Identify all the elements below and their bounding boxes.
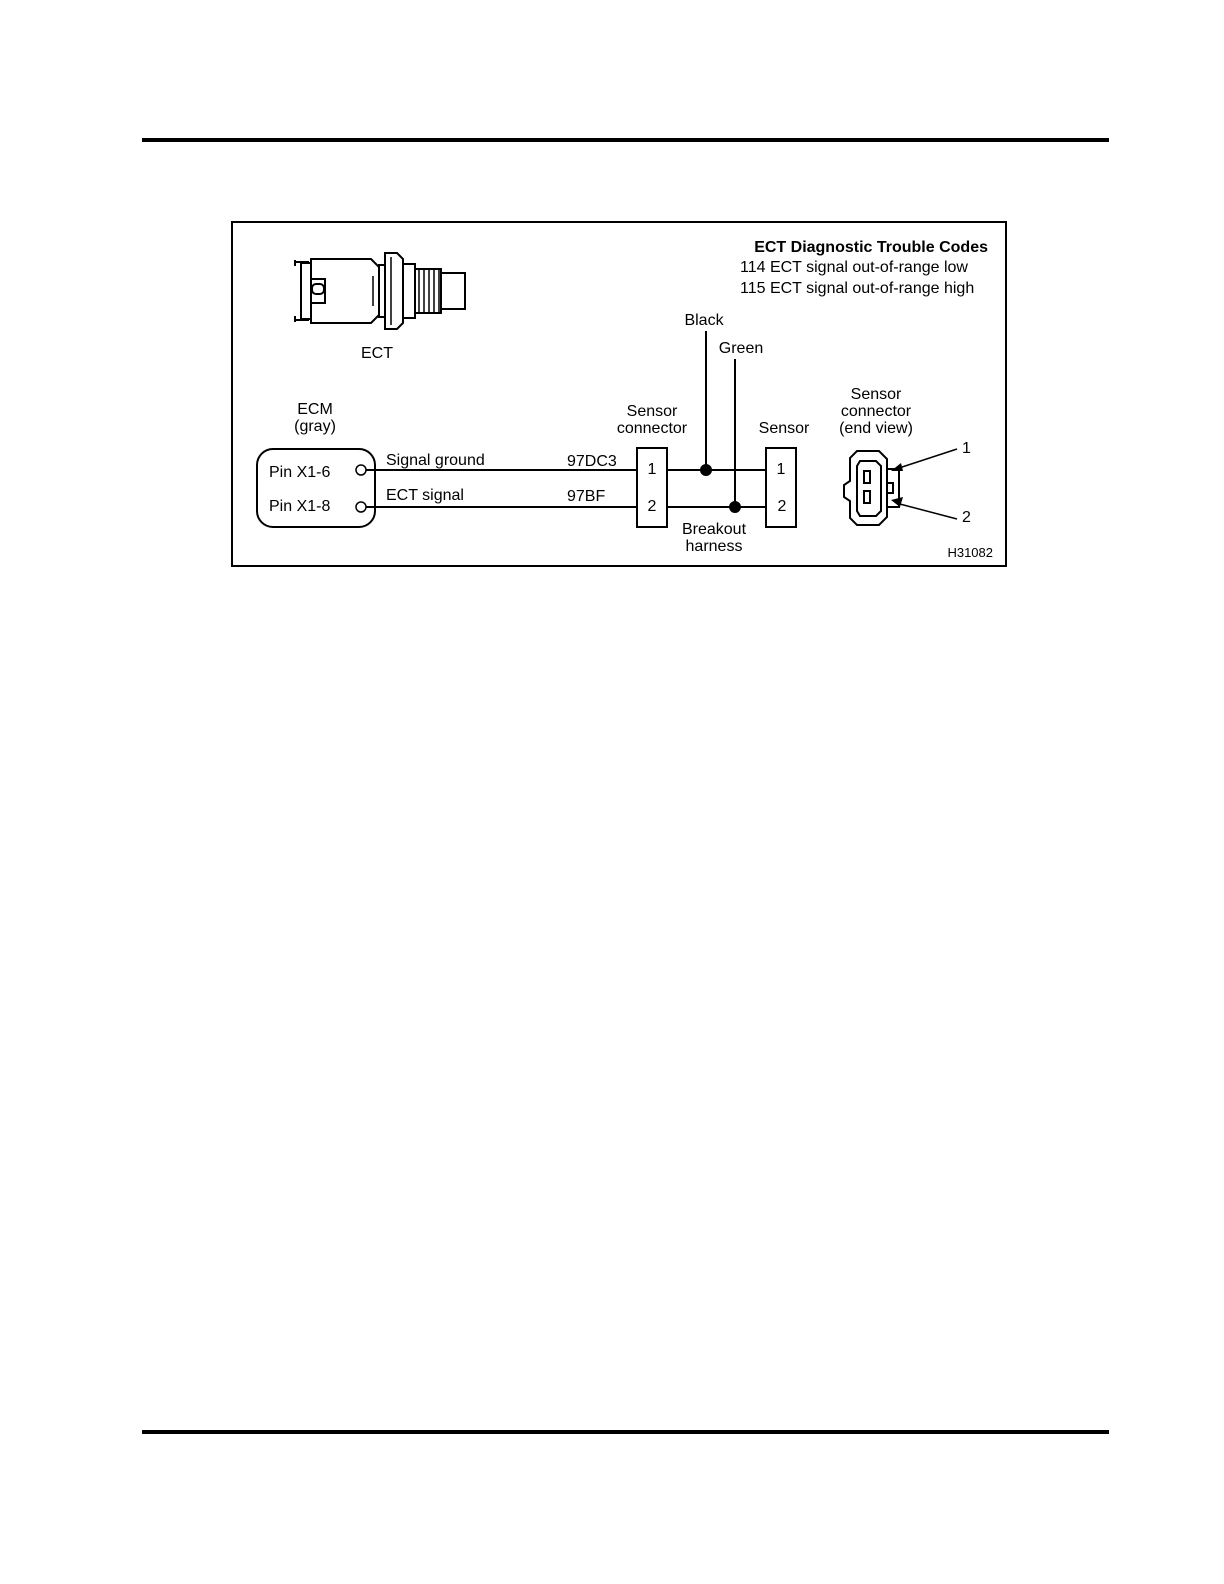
sensor-connector-label: Sensor (627, 403, 678, 420)
ecm-label-gray: (gray) (294, 418, 336, 435)
end-view-pin-2: 2 (962, 509, 971, 526)
ecm-pin-x1-6: Pin X1-6 (269, 464, 330, 481)
ecm-terminal-2 (356, 502, 366, 512)
end-view-label-2: connector (841, 403, 912, 420)
header-rule (142, 138, 1109, 142)
dtc-title: ECT Diagnostic Trouble Codes (754, 239, 988, 256)
ect-label: ECT (361, 345, 393, 362)
wire-ect-signal-label: ECT signal (386, 487, 464, 504)
ecm-pin-x1-8: Pin X1-8 (269, 498, 330, 515)
figure-id: H31082 (947, 545, 993, 560)
end-view-pin-1: 1 (962, 440, 971, 457)
dtc-line-115: 115 ECT signal out-of-range high (740, 280, 974, 297)
ecm-box (257, 449, 375, 527)
sensor-pin-2: 2 (778, 498, 787, 515)
sensor-connector-box (637, 448, 667, 527)
ect-wiring-diagram: ECT Diagnostic Trouble Codes 114 ECT sig… (231, 221, 1007, 567)
wire-code-97dc3: 97DC3 (567, 453, 617, 470)
black-wire-label: Black (684, 312, 724, 329)
dtc-line-114: 114 ECT signal out-of-range low (740, 259, 968, 276)
breakout-harness-label-2: harness (686, 538, 743, 555)
sensor-box (766, 448, 796, 527)
breakout-harness-label: Breakout (682, 521, 747, 538)
footer-rule (142, 1430, 1109, 1434)
wire-signal-ground-label: Signal ground (386, 452, 485, 469)
ecm-label: ECM (297, 401, 333, 418)
sensor-connector-pin-1: 1 (648, 461, 657, 478)
sensor-connector-pin-2: 2 (648, 498, 657, 515)
green-wire-label: Green (719, 340, 763, 357)
ecm-terminal-1 (356, 465, 366, 475)
black-splice-dot (700, 464, 712, 476)
end-view-label-3: (end view) (839, 420, 913, 437)
sensor-label: Sensor (759, 420, 810, 437)
sensor-pin-1: 1 (777, 461, 786, 478)
wire-code-97bf: 97BF (567, 488, 605, 505)
sensor-connector-label-2: connector (617, 420, 688, 437)
green-splice-dot (729, 501, 741, 513)
end-view-label: Sensor (851, 386, 902, 403)
